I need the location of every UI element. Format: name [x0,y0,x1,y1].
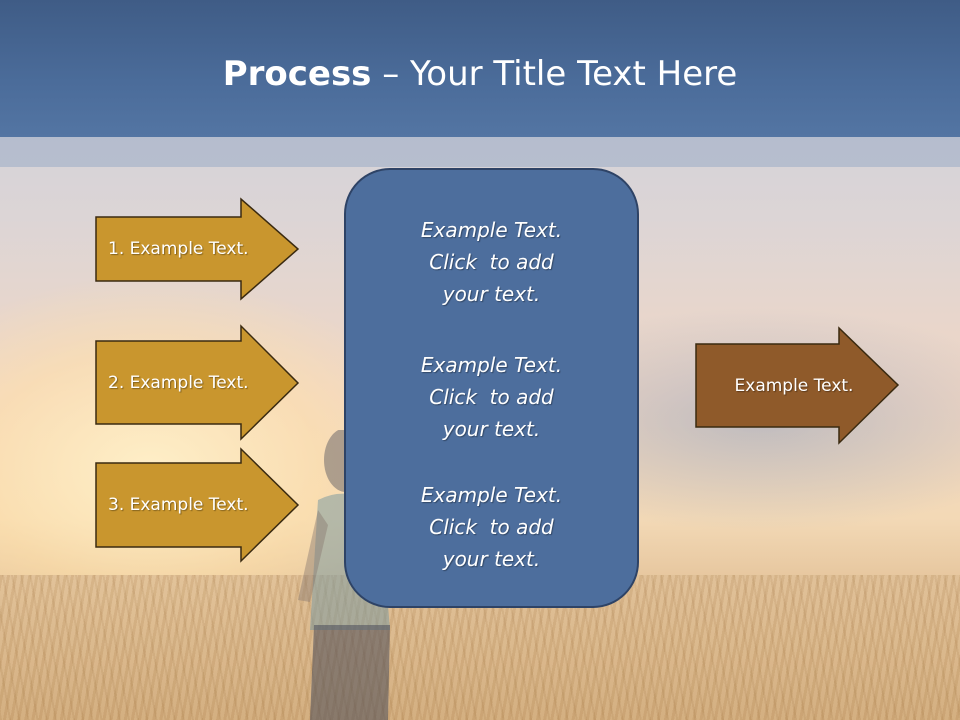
paragraph-line: Example Text. [420,353,563,377]
arrow-label: 2. Example Text. [108,372,249,393]
arrow-shape [95,324,300,441]
process-arrow-1[interactable]: 1. Example Text. [95,197,300,301]
process-arrow-2[interactable]: 2. Example Text. [95,324,300,441]
header-band [0,137,960,167]
slide-title[interactable]: Process – Your Title Text Here [0,52,960,96]
title-bar [0,0,960,137]
paragraph-line: Example Text. [420,483,563,507]
arrow-label: Example Text. [734,375,854,396]
paragraph-line: your text. [442,282,541,306]
arrow-label: 1. Example Text. [108,239,249,259]
center-paragraph-1: Example Text. Click to add your text. [346,214,637,310]
arrow-shape [95,447,300,563]
paragraph-line: your text. [442,417,541,441]
paragraph-line: Click to add [429,250,554,274]
title-rest-text: – Your Title Text Here [371,54,738,94]
process-arrow-3[interactable]: 3. Example Text. [95,447,300,563]
paragraph-line: Click to add [429,385,554,409]
center-paragraph-2: Example Text. Click to add your text. [346,349,637,445]
paragraph-line: your text. [442,547,541,571]
center-paragraph-3: Example Text. Click to add your text. [346,479,637,575]
arrow-shape [95,197,300,301]
title-bold-text: Process [222,54,372,94]
center-text-box[interactable]: Example Text. Click to add your text. Ex… [344,168,639,608]
arrow-shape [695,326,900,445]
result-arrow[interactable]: Example Text. [695,326,900,445]
arrow-label: 3. Example Text. [108,495,249,515]
paragraph-line: Example Text. [420,218,563,242]
paragraph-line: Click to add [429,515,554,539]
